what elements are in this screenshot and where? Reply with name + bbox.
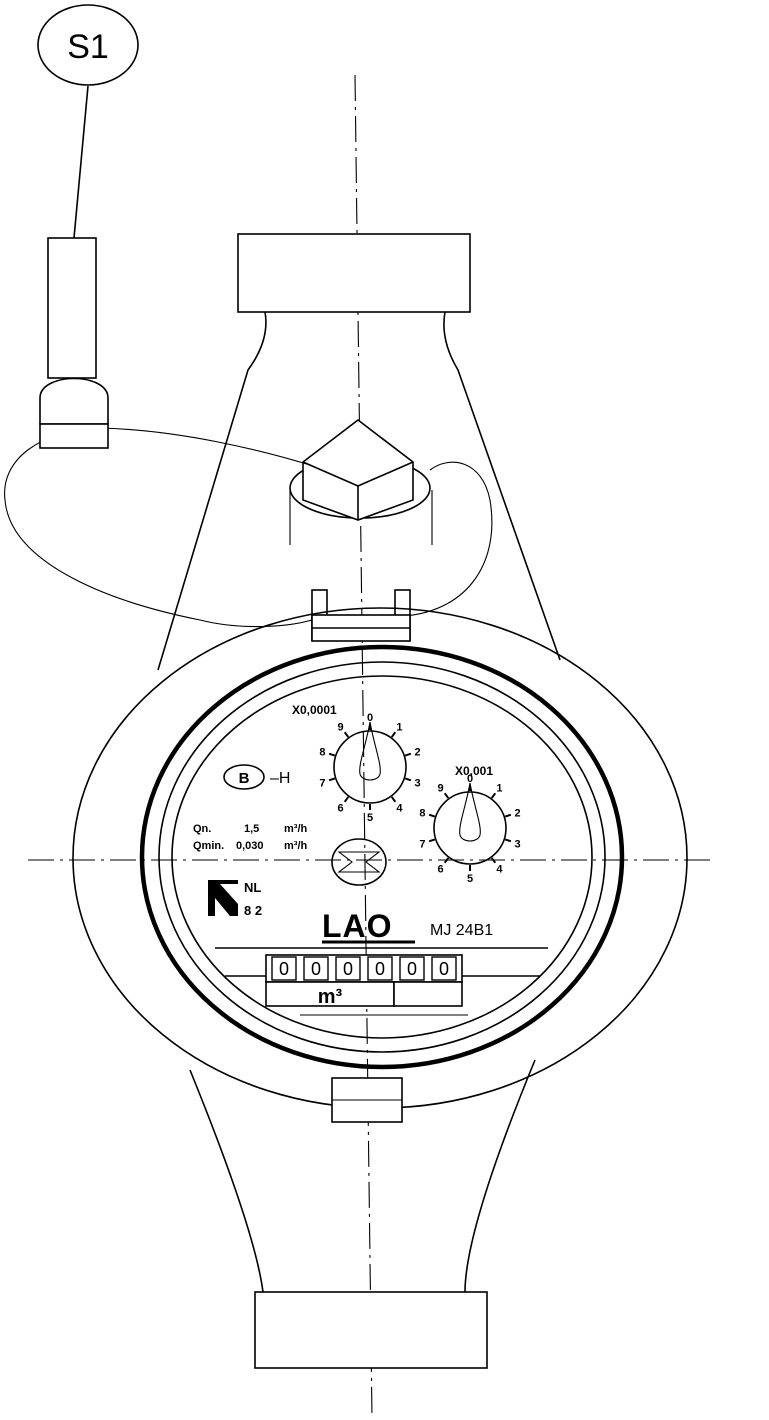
dial-1-tick <box>404 752 412 757</box>
dial-2-number: 7 <box>419 838 425 850</box>
brand-model: MJ 24B1 <box>430 922 493 939</box>
register-housing <box>72 607 688 1109</box>
qmin-unit: m³/h <box>284 840 308 852</box>
approval-mark: NL 8 2 <box>208 880 262 918</box>
dial-2-number: 1 <box>496 783 502 795</box>
dial-2-number: 8 <box>419 808 425 820</box>
dial-2-number: 4 <box>496 863 503 875</box>
callout-s1: S1 <box>37 4 139 239</box>
dial-1-number: 8 <box>319 747 325 759</box>
dial-1-tick <box>343 731 350 738</box>
dial-1-tick <box>390 796 397 803</box>
qn-label: Qn. <box>193 823 211 835</box>
dial-2-tick <box>443 857 450 864</box>
dial-1-tick <box>404 777 412 782</box>
dial-1-factor: X0,0001 <box>292 703 337 717</box>
counter-digit: 0 <box>375 959 385 979</box>
approval-country: NL <box>244 880 261 895</box>
star-wheel <box>331 838 387 886</box>
qn-unit: m³/h <box>284 823 308 835</box>
flow-spec: Qn. 1,5 m³/h Qmin. 0,030 m³/h <box>193 823 308 852</box>
counter-digit-box <box>303 956 329 981</box>
counter-digit-box <box>367 956 393 981</box>
dial-2-number: 3 <box>514 838 520 850</box>
dial-2: X0,001 0 1 2 3 4 5 6 7 8 9 <box>419 764 520 885</box>
counter-digit: 0 <box>407 959 417 979</box>
dial-1-tick <box>328 752 336 757</box>
dial-1-number: 7 <box>319 777 325 789</box>
counter-digit: 0 <box>311 959 321 979</box>
dial-1-number: 0 <box>367 712 373 724</box>
seal-wire <box>4 427 493 628</box>
counter-digit: 0 <box>439 959 449 979</box>
counter-window: 0 0 0 0 0 0 m³ <box>215 947 548 1016</box>
dial-1-tick <box>343 796 350 803</box>
dial-2-tick <box>504 813 512 818</box>
outlet-nut <box>254 1291 488 1369</box>
dial-1-number: 6 <box>338 802 344 814</box>
dial-1-number: 1 <box>396 722 402 734</box>
counter-digit-box <box>335 956 361 981</box>
dial-2-number: 9 <box>438 783 444 795</box>
dial-2-tick <box>490 792 497 799</box>
brand: LAO MJ 24B1 <box>322 908 493 944</box>
dial-1-tick <box>390 731 397 738</box>
register-clip <box>311 589 411 642</box>
class-mark-badge: B <box>239 770 250 787</box>
dial-1-number: 5 <box>367 812 373 824</box>
brand-name: LAO <box>322 908 393 944</box>
meter-body <box>157 311 561 1293</box>
approval-number: 8 2 <box>244 903 262 918</box>
dial-2-tick <box>428 813 436 818</box>
dial-2-number: 6 <box>438 863 444 875</box>
sensor-probe <box>39 237 109 449</box>
bottom-lug <box>331 1077 403 1123</box>
inlet-nut <box>237 233 471 313</box>
class-mark: B –H <box>223 764 290 790</box>
dial-2-number: 5 <box>467 873 473 885</box>
dial-1-tick <box>328 777 336 782</box>
dial-2-factor: X0,001 <box>455 764 493 778</box>
qmin-value: 0,030 <box>236 840 264 852</box>
hex-plug <box>289 418 433 545</box>
callout-s1-label: S1 <box>67 28 109 66</box>
dial-2-tick <box>504 838 512 843</box>
counter-digit-box <box>431 956 457 981</box>
counter-unit: m³ <box>318 986 343 1008</box>
dial-1-number: 2 <box>414 747 420 759</box>
counter-digit-box <box>399 956 425 981</box>
dial-2-tick <box>428 838 436 843</box>
qn-value: 1,5 <box>244 823 259 835</box>
counter-digit-box <box>271 956 297 981</box>
dial-1: X0,0001 0 1 2 3 4 5 6 7 8 9 <box>292 703 421 824</box>
dial-1-number: 9 <box>338 722 344 734</box>
qmin-label: Qmin. <box>193 840 224 852</box>
dial-2-number: 0 <box>467 773 473 785</box>
dial-2-number: 2 <box>514 808 520 820</box>
class-mark-suffix: –H <box>270 770 290 787</box>
dial-2-tick <box>443 792 450 799</box>
counter-digit: 0 <box>279 959 289 979</box>
dial-2-tick <box>490 857 497 864</box>
counter-digit: 0 <box>343 959 353 979</box>
dial-1-number: 4 <box>396 802 403 814</box>
dial-1-number: 3 <box>414 777 420 789</box>
